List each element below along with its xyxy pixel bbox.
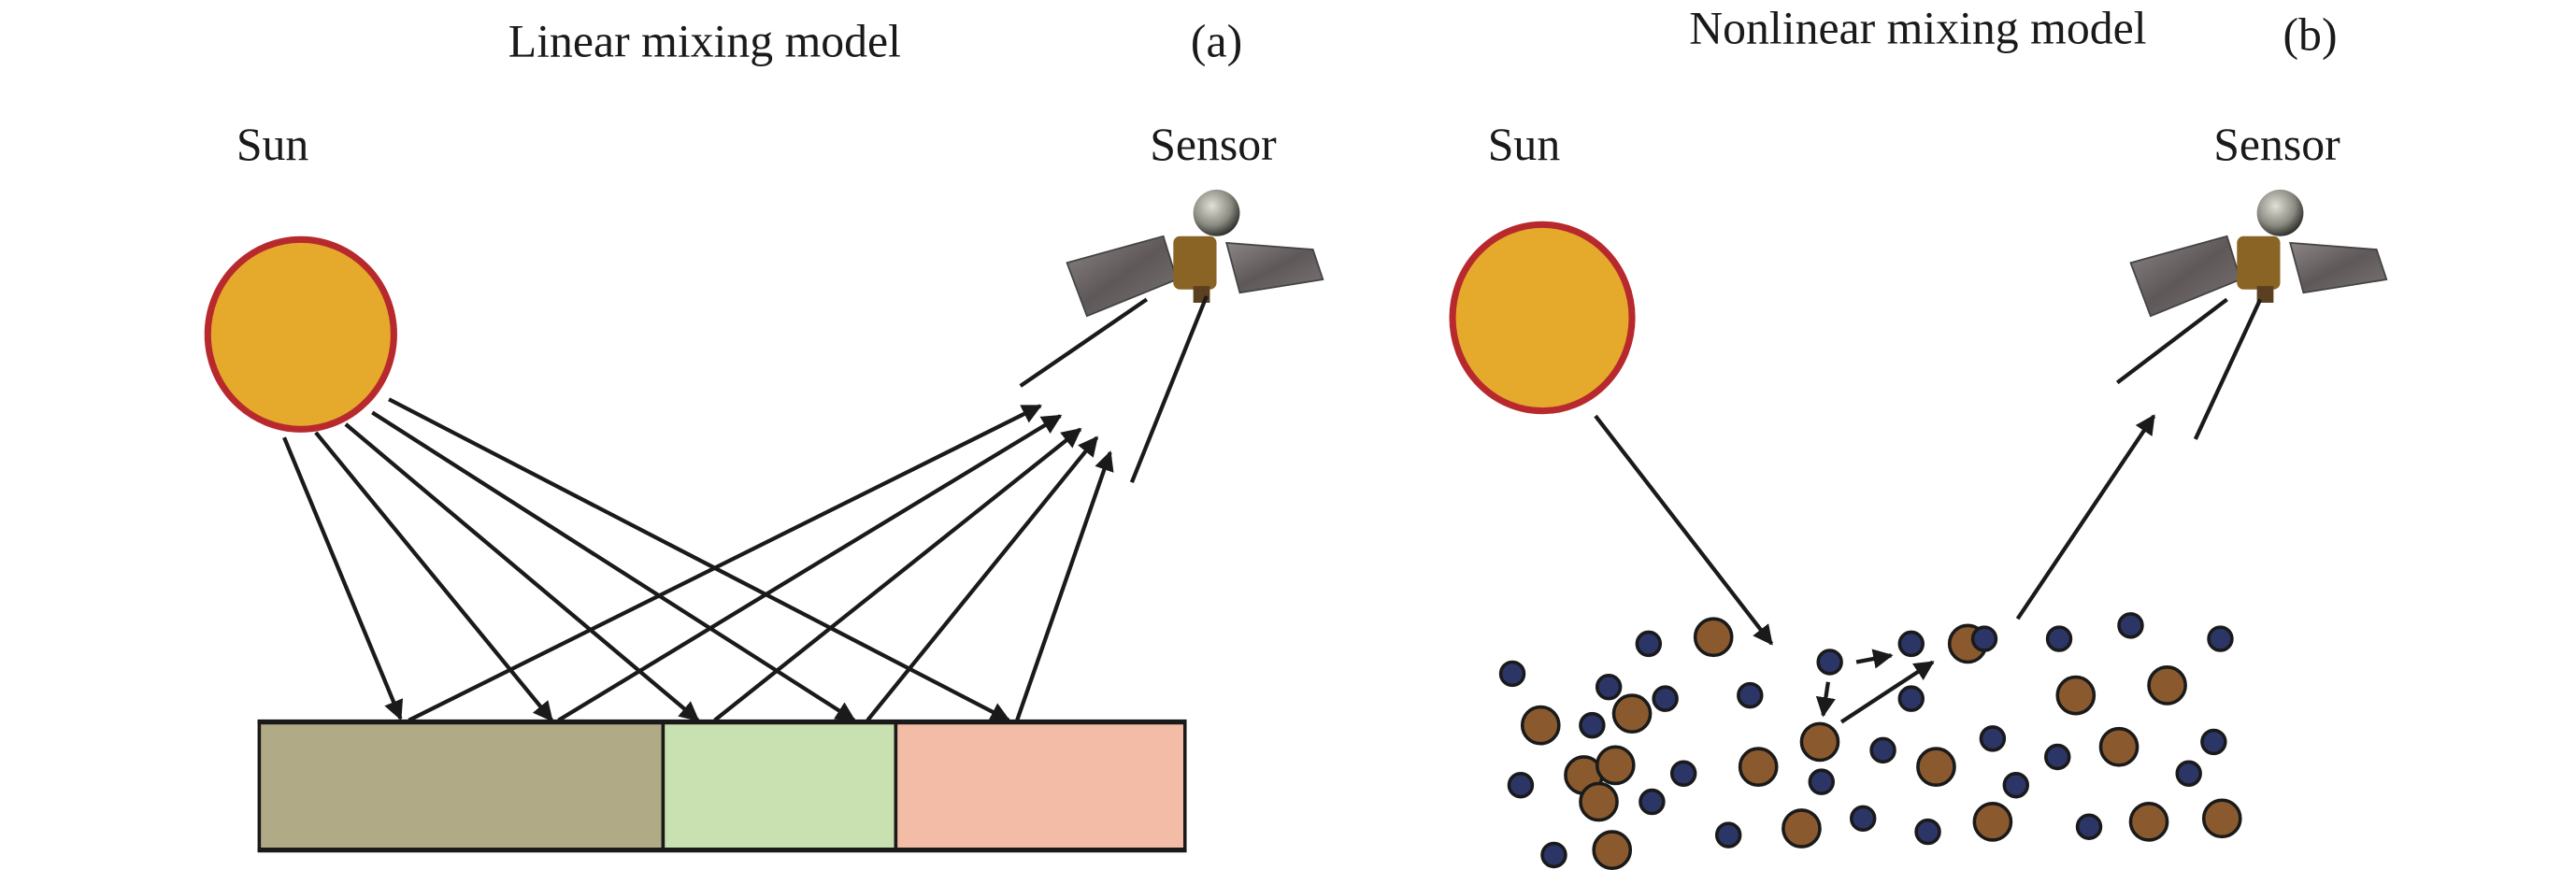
large-particle <box>1595 745 1636 786</box>
panel-a-sun-label: Sun <box>236 119 309 170</box>
small-particle <box>1714 821 1742 849</box>
small-particle <box>2117 612 2144 639</box>
small-particle <box>1737 681 1764 709</box>
reflected-ray <box>557 414 1063 722</box>
sensor-view-line <box>1129 295 1209 484</box>
surface-segment-1 <box>257 720 665 852</box>
incident-ray <box>314 431 553 722</box>
reflected-rays <box>408 295 1209 722</box>
large-particle <box>1782 808 1822 849</box>
panel-a-title: Linear mixing model <box>508 15 901 66</box>
panel-a: Linear mixing model (a) Sun Sensor <box>204 15 1324 853</box>
small-particle <box>1808 768 1835 795</box>
small-particle <box>1669 760 1697 787</box>
mixed-pixel-surface <box>257 719 1187 853</box>
small-particle <box>1914 818 1941 846</box>
small-particle <box>1979 725 2007 752</box>
small-particle <box>2207 625 2234 652</box>
small-particle <box>1652 685 1679 712</box>
small-particle <box>2045 625 2073 652</box>
large-particle <box>1916 747 1956 787</box>
large-particle <box>1693 617 1734 658</box>
small-particle <box>1897 630 1925 658</box>
small-particle <box>1816 649 1843 676</box>
large-particle <box>2098 726 2140 767</box>
incident-ray <box>388 397 1011 722</box>
large-particle <box>1611 693 1653 735</box>
incident-ray <box>371 410 856 722</box>
sensor-view-line <box>1019 297 1149 388</box>
scatter-ray <box>1815 681 1836 718</box>
small-particle <box>1635 630 1663 658</box>
reflected-ray <box>713 427 1082 722</box>
sensor-view-line <box>2193 298 2263 440</box>
panel-b-tag: (b) <box>2283 8 2337 60</box>
scattering-path <box>1594 297 2263 724</box>
incident-ray <box>282 436 404 720</box>
panel-b: Nonlinear mixing model (b) Sun Sensor <box>1449 2 2388 870</box>
small-particle <box>1639 788 1666 816</box>
small-particle <box>1507 771 1535 799</box>
large-particle <box>1520 705 1561 746</box>
large-particle <box>2055 675 2097 716</box>
reflected-ray <box>1015 450 1114 721</box>
scatter-ray <box>1855 649 1894 669</box>
panel-b-sensor-label: Sensor <box>2213 119 2340 170</box>
large-particle <box>1799 721 1840 763</box>
panel-a-tag: (a) <box>1191 15 1242 66</box>
satellite-sensor-icon <box>1066 189 1324 318</box>
large-particle <box>1972 802 2013 842</box>
panel-b-title: Nonlinear mixing model <box>1689 2 2146 53</box>
surface-segment-2 <box>661 720 898 852</box>
large-particle <box>1738 747 1779 787</box>
small-particle <box>1579 711 1606 739</box>
surface-segment-3 <box>894 720 1187 852</box>
small-particle <box>1869 736 1896 764</box>
sun-icon <box>1449 221 1636 415</box>
small-particle <box>2002 771 2030 799</box>
small-particle <box>1970 625 1998 652</box>
large-particle <box>1579 781 1619 822</box>
small-particle <box>2175 760 2202 787</box>
sun-icon <box>204 235 397 433</box>
reflected-ray <box>408 404 1042 722</box>
large-particle <box>1592 830 1633 870</box>
sensor-view-line <box>2115 297 2228 385</box>
large-particle <box>2128 802 2169 842</box>
small-particle <box>1498 660 1526 688</box>
large-particle <box>2147 665 2187 706</box>
small-particle <box>1540 841 1567 869</box>
satellite-sensor-icon <box>2129 189 2388 318</box>
panel-a-sensor-label: Sensor <box>1150 119 1277 170</box>
incident-rays <box>282 397 1011 722</box>
small-particle <box>2075 813 2103 840</box>
reflected-ray <box>2015 414 2156 620</box>
small-particle <box>1897 685 1925 712</box>
large-particle <box>2201 798 2242 839</box>
particle-mixture <box>1498 612 2242 870</box>
reflected-ray <box>866 435 1099 722</box>
small-particle <box>2200 728 2227 756</box>
scatter-ray <box>1839 660 1935 724</box>
panel-b-sun-label: Sun <box>1488 119 1561 170</box>
small-particle <box>2044 743 2071 771</box>
small-particle <box>1849 805 1877 833</box>
incident-ray <box>1594 414 1774 646</box>
small-particle <box>1595 673 1623 701</box>
